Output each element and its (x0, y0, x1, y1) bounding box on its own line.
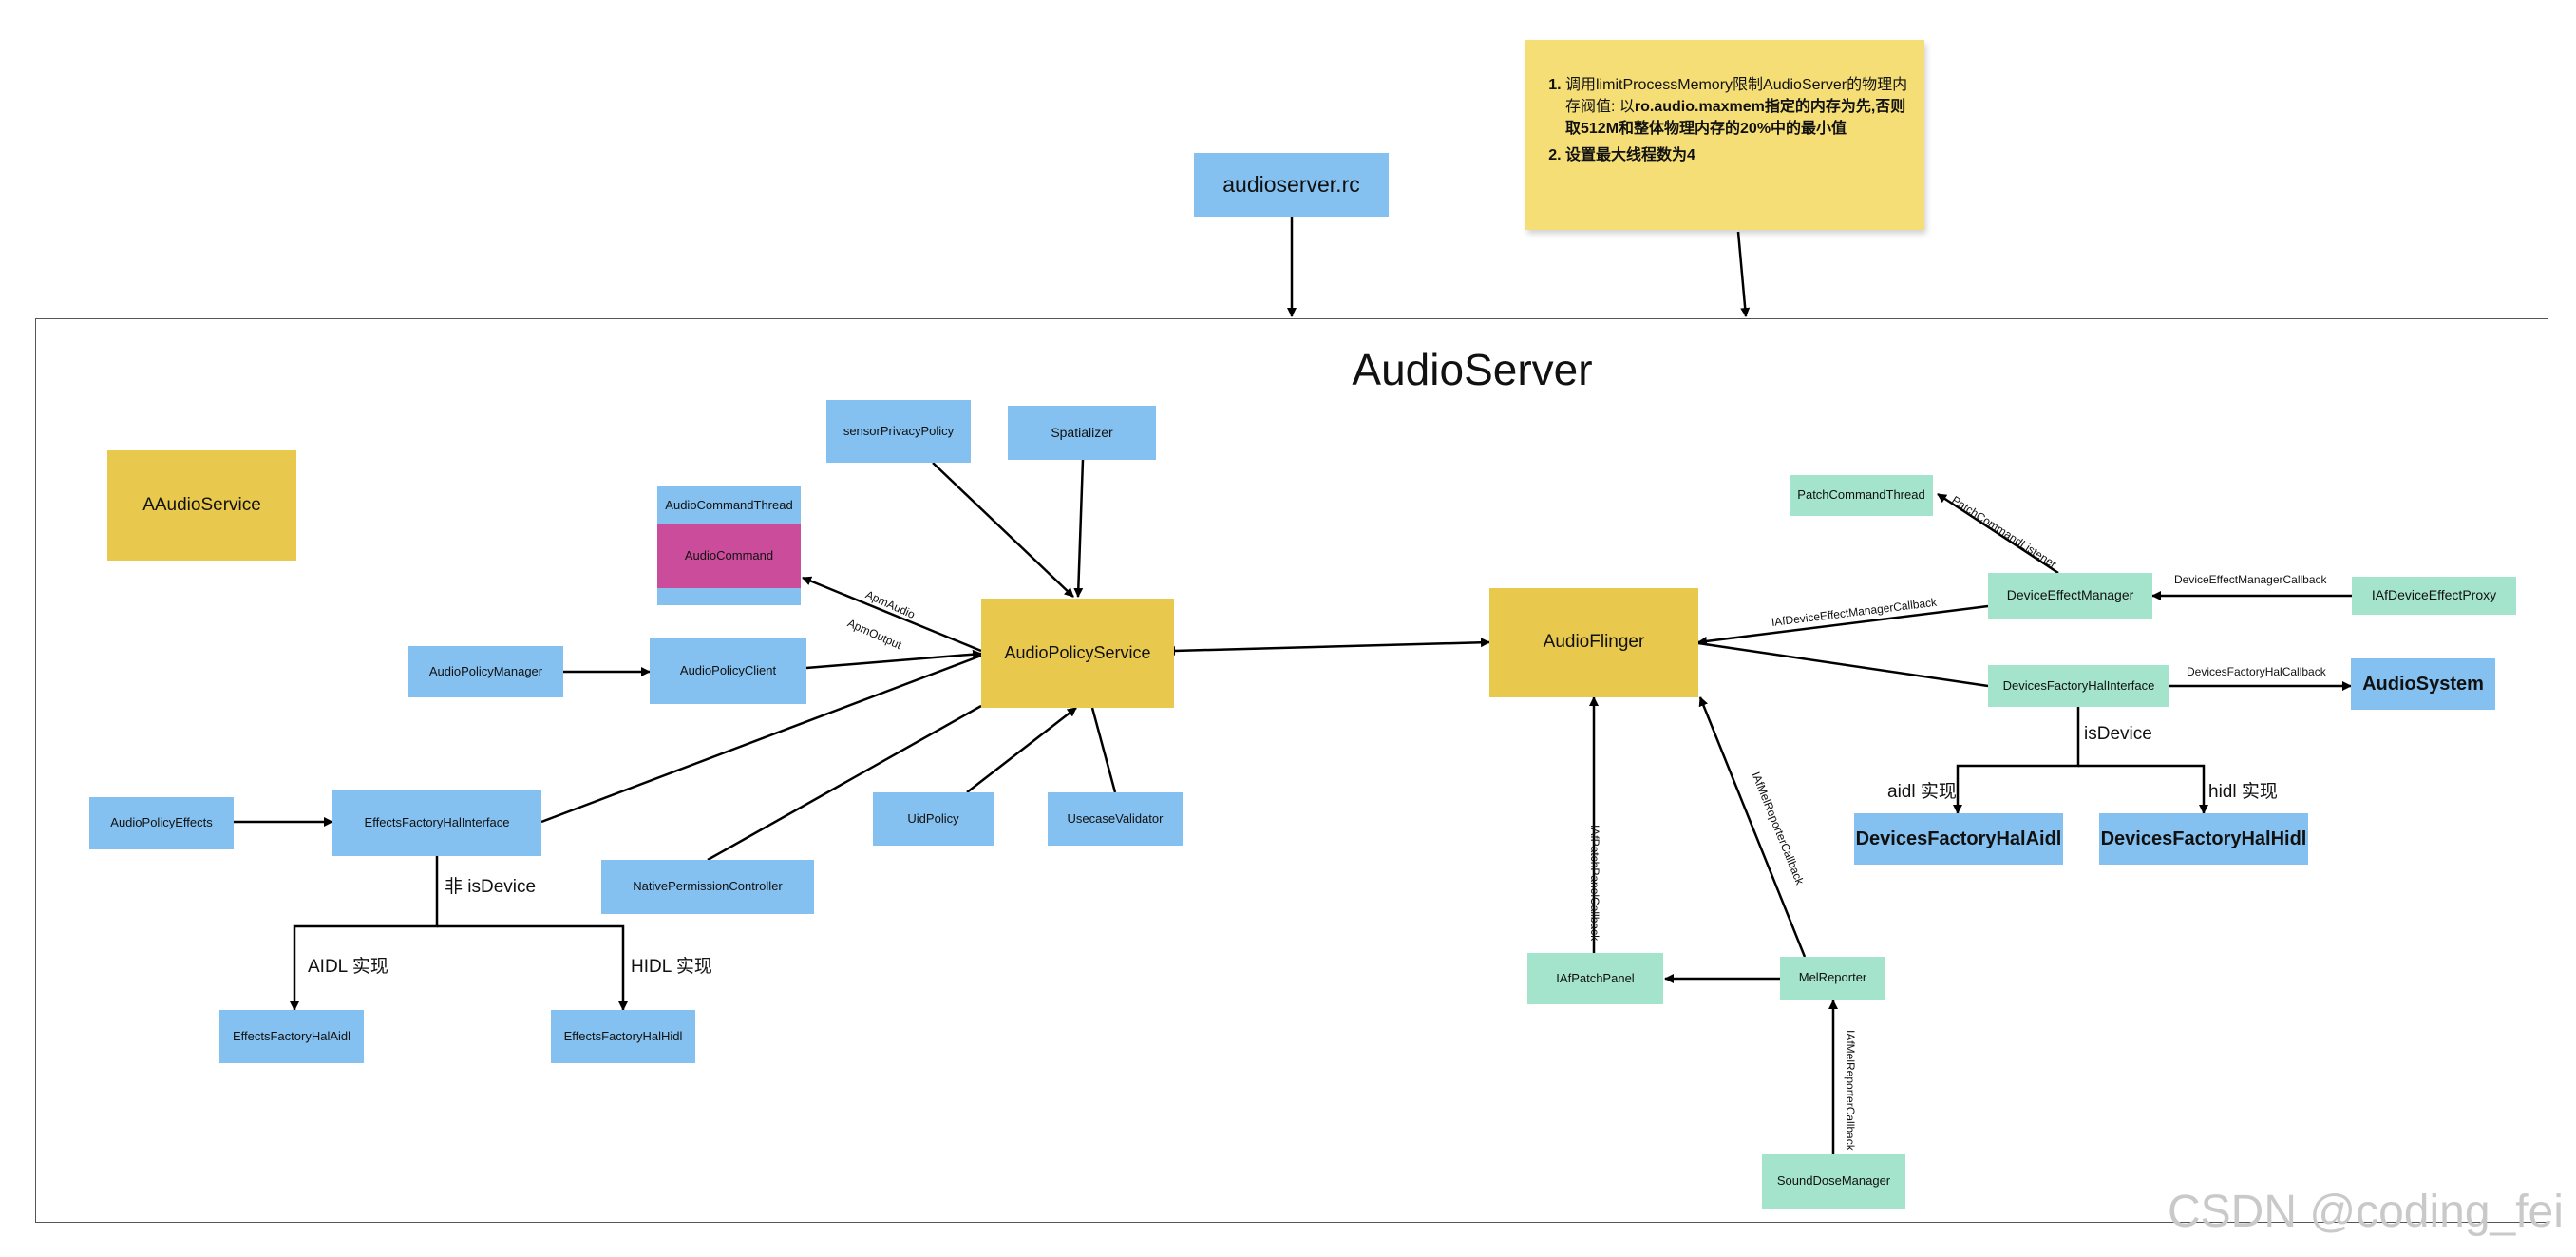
note-item-2-text: 设置最大线程数为4 (1565, 146, 1695, 163)
node-mel-reporter[interactable]: MelReporter (1780, 957, 1885, 1000)
note-item-1-lead: 调用limitProcessMemory限制AudioServer的物理内存阀值… (1565, 77, 1908, 116)
diagram-title: AudioServer (1352, 345, 1593, 394)
label-hidl-impl: HIDL 实现 (631, 957, 712, 977)
node-effects-factory-hal-aidl[interactable]: EffectsFactoryHalAidl (219, 1010, 364, 1063)
label-device-effect-manager-callback: DeviceEffectManagerCallback (2174, 573, 2327, 586)
edge-effects-branch (290, 856, 439, 1011)
edge-dem-to-patchcmd (1937, 492, 2059, 575)
note-item-1: 调用limitProcessMemory限制AudioServer的物理内存阀值… (1565, 74, 1909, 141)
node-patch-command-thread[interactable]: PatchCommandThread (1790, 475, 1933, 516)
edge-effects-branch-hidl (437, 924, 628, 1011)
edge-client-to-aps (805, 649, 982, 670)
label-non-is-device: 非 isDevice (445, 877, 537, 897)
note-item-1-rest: ro.audio.maxmem指定的内存为先,否则取512M和整体物理内存的20… (1565, 99, 1906, 138)
node-devices-factory-hal-aidl[interactable]: DevicesFactoryHalAidl (1854, 813, 2063, 865)
node-iaf-patch-panel[interactable]: IAfPatchPanel (1527, 953, 1663, 1004)
note-list: 调用limitProcessMemory限制AudioServer的物理内存阀值… (1535, 74, 1909, 166)
node-audio-policy-client[interactable]: AudioPolicyClient (650, 638, 806, 704)
node-native-permission-controller[interactable]: NativePermissionController (601, 860, 814, 914)
edge-uid-to-aps (966, 707, 1077, 793)
edge-native-perm-to-aps (707, 704, 982, 862)
sticky-note: 调用limitProcessMemory限制AudioServer的物理内存阀值… (1525, 40, 1924, 230)
label-is-device: isDevice (2084, 724, 2152, 744)
label-aidl-impl-lower: aidl 实现 (1887, 782, 1957, 802)
node-sound-dose-manager[interactable]: SoundDoseManager (1762, 1154, 1905, 1209)
node-uid-policy[interactable]: UidPolicy (873, 792, 994, 846)
node-audio-policy-service[interactable]: AudioPolicyService (981, 599, 1174, 708)
node-audio-command-footer (657, 588, 801, 605)
node-effects-factory-hal-interface[interactable]: EffectsFactoryHalInterface (332, 790, 541, 856)
edge-sensor-to-aps (932, 462, 1074, 598)
node-iaf-device-effect-proxy[interactable]: IAfDeviceEffectProxy (2352, 577, 2516, 615)
audioserver-frame (35, 318, 2548, 1223)
node-device-effect-manager[interactable]: DeviceEffectManager (1988, 573, 2152, 619)
note-item-2: 设置最大线程数为4 (1565, 144, 1909, 166)
label-iaf-patch-panel-callback: IAfPatchPanelCallback (1588, 825, 1601, 942)
label-devices-factory-hal-callback: DevicesFactoryHalCallback (2187, 665, 2326, 678)
node-audio-policy-manager[interactable]: AudioPolicyManager (408, 646, 563, 697)
edge-effects-iface-to-aps (540, 654, 982, 824)
node-effects-factory-hal-hidl[interactable]: EffectsFactoryHalHidl (551, 1010, 695, 1063)
node-audio-flinger[interactable]: AudioFlinger (1489, 588, 1698, 697)
edge-spatializer-to-aps (1073, 459, 1085, 598)
edge-note-to-server (1736, 231, 1751, 317)
node-usecase-validator[interactable]: UsecaseValidator (1048, 792, 1183, 846)
edge-usecase-to-aps (1090, 707, 1117, 793)
watermark: CSDN @coding_fei (2168, 1187, 2564, 1237)
node-devices-factory-hal-hidl[interactable]: DevicesFactoryHalHidl (2099, 813, 2308, 865)
node-audioserver-rc[interactable]: audioserver.rc (1194, 153, 1389, 217)
edge-aps-af (1165, 638, 1490, 656)
node-aaudio-service[interactable]: AAudioService (107, 450, 296, 561)
node-sensor-privacy-policy[interactable]: sensorPrivacyPolicy (826, 400, 971, 463)
node-spatializer[interactable]: Spatializer (1008, 406, 1156, 460)
edge-mel-to-af (1698, 696, 1807, 958)
edge-devices-branch (1953, 707, 2080, 814)
node-audio-system[interactable]: AudioSystem (2351, 658, 2495, 710)
node-audio-command[interactable]: AudioCommand (657, 524, 801, 588)
node-audio-policy-effects[interactable]: AudioPolicyEffects (89, 797, 234, 849)
node-audio-command-thread[interactable]: AudioCommandThread (657, 486, 801, 524)
edge-dfhi-to-af (1697, 641, 1989, 688)
edge-devices-branch-hidl (2078, 764, 2208, 814)
label-iaf-mel-reporter-callback-vertical: IAfMelReporterCallback (1844, 1030, 1857, 1151)
label-hidl-impl-lower: hidl 实现 (2208, 782, 2278, 802)
label-aidl-impl: AIDL 实现 (308, 957, 388, 977)
edge-dem-to-af (1697, 604, 1989, 646)
edge-aps-to-command (802, 576, 982, 653)
node-devices-factory-hal-interface[interactable]: DevicesFactoryHalInterface (1988, 665, 2169, 707)
